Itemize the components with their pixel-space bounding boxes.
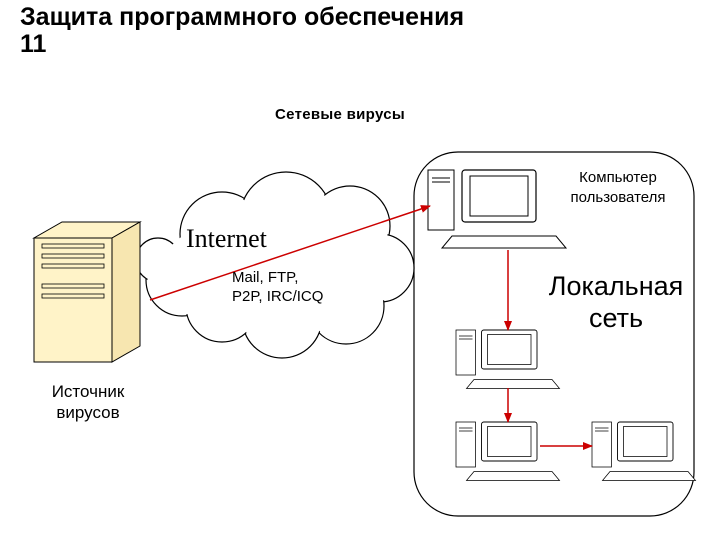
user-computer-line-2: пользователя — [570, 189, 666, 206]
arrow-source-to-user — [149, 205, 431, 301]
virus-source-line-2: вирусов — [56, 403, 120, 422]
protocols-line-1: Mail, FTP, — [232, 269, 299, 286]
cloud-icon — [135, 171, 415, 359]
user-computer-line-1: Компьютер — [579, 169, 657, 186]
local-network-line-2: сеть — [588, 303, 644, 333]
virus-source-line-1: Источник — [51, 382, 125, 401]
local-network-label: Локальная сеть — [536, 270, 696, 334]
title-line-2: 11 — [20, 30, 47, 58]
user-computer-label: Компьютер пользователя — [556, 168, 680, 208]
diagram-subtitle: Сетевые вирусы — [275, 106, 405, 123]
server-icon — [32, 221, 142, 363]
slide-title: Защита программного обеспечения 11 — [20, 4, 620, 58]
virus-source-label: Источник вирусов — [36, 381, 140, 423]
local-network-line-1: Локальная — [548, 271, 684, 301]
title-line-1: Защита программного обеспечения — [20, 3, 465, 31]
protocols-label: Mail, FTP, P2P, IRC/ICQ — [232, 268, 372, 306]
internet-label: Internet — [186, 224, 267, 253]
protocols-line-2: P2P, IRC/ICQ — [232, 288, 324, 305]
